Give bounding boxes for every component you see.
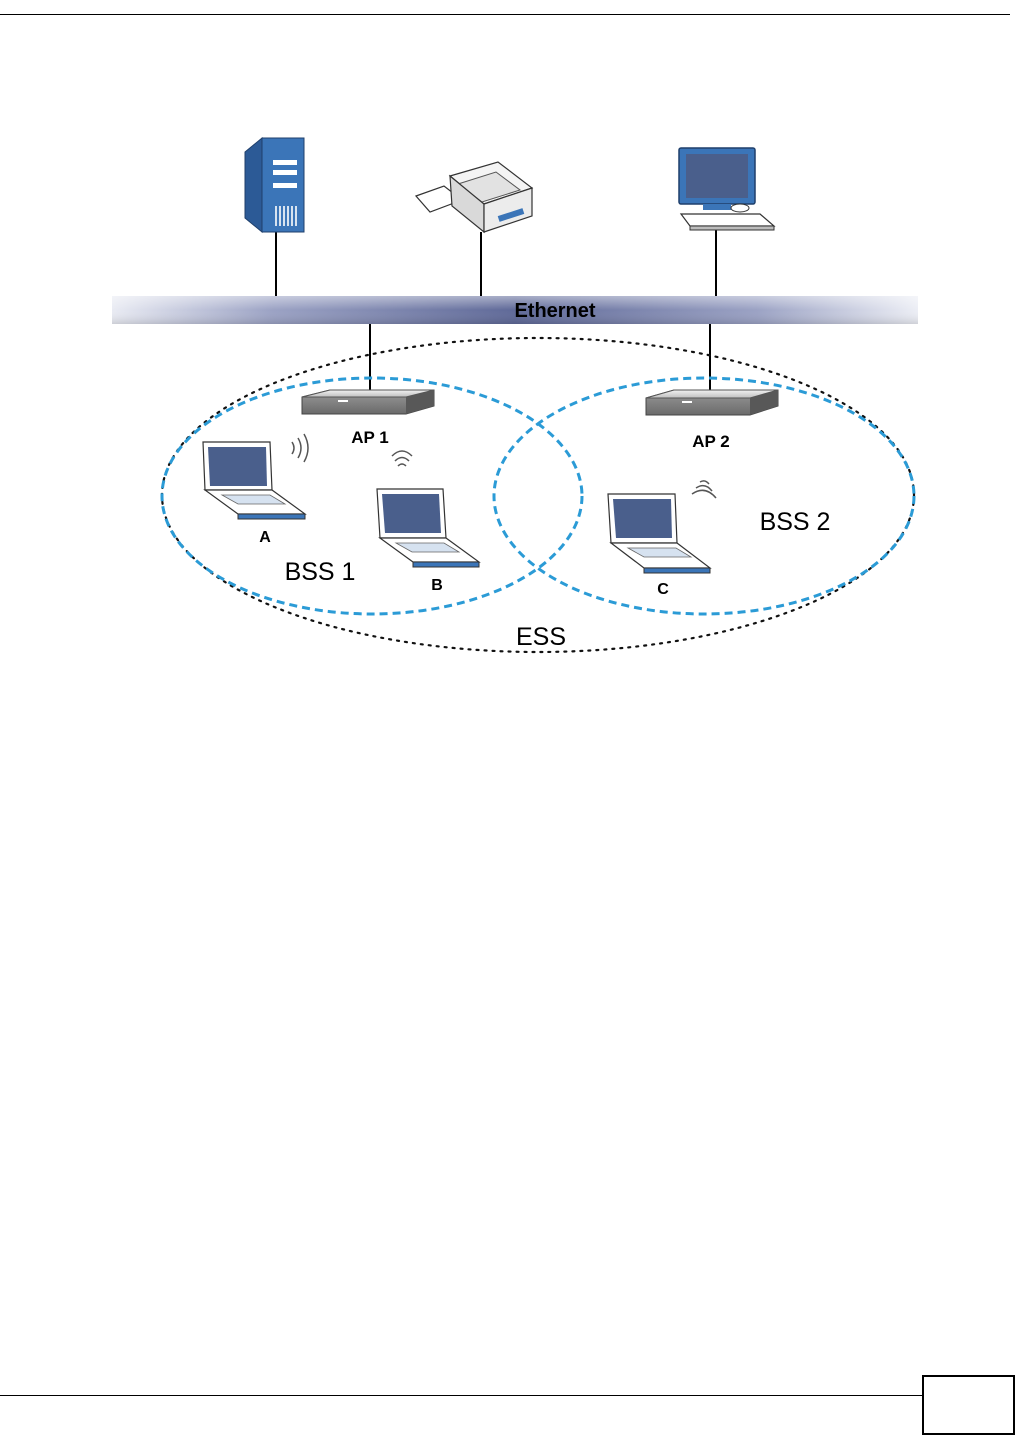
laptop-a-icon [203, 442, 305, 519]
laptop-c-icon [608, 494, 710, 573]
ethernet-backbone: Ethernet [112, 296, 918, 324]
wireless-signal-icon [292, 434, 308, 462]
access-point-1-icon [302, 390, 434, 414]
client-c-label: C [657, 581, 669, 598]
wireless-network-diagram: Ethernet [0, 0, 1020, 700]
client-b-label: B [431, 577, 443, 594]
server-tower-icon [245, 138, 304, 232]
ap1-label: AP 1 [351, 428, 389, 447]
bss1-label: BSS 1 [285, 558, 356, 586]
printer-icon [416, 162, 532, 232]
footer-rule [0, 1395, 922, 1396]
laptop-b-icon [377, 489, 479, 567]
client-a-label: A [259, 529, 271, 546]
access-point-2-icon [646, 390, 778, 415]
wireless-signal-icon [392, 451, 412, 466]
page-number-box [922, 1375, 1015, 1435]
ap2-label: AP 2 [692, 432, 730, 451]
wireless-signal-icon [692, 481, 716, 498]
ess-label: ESS [516, 623, 566, 651]
ethernet-label: Ethernet [514, 300, 595, 322]
desktop-computer-icon [679, 148, 774, 230]
bss2-label: BSS 2 [760, 508, 831, 536]
